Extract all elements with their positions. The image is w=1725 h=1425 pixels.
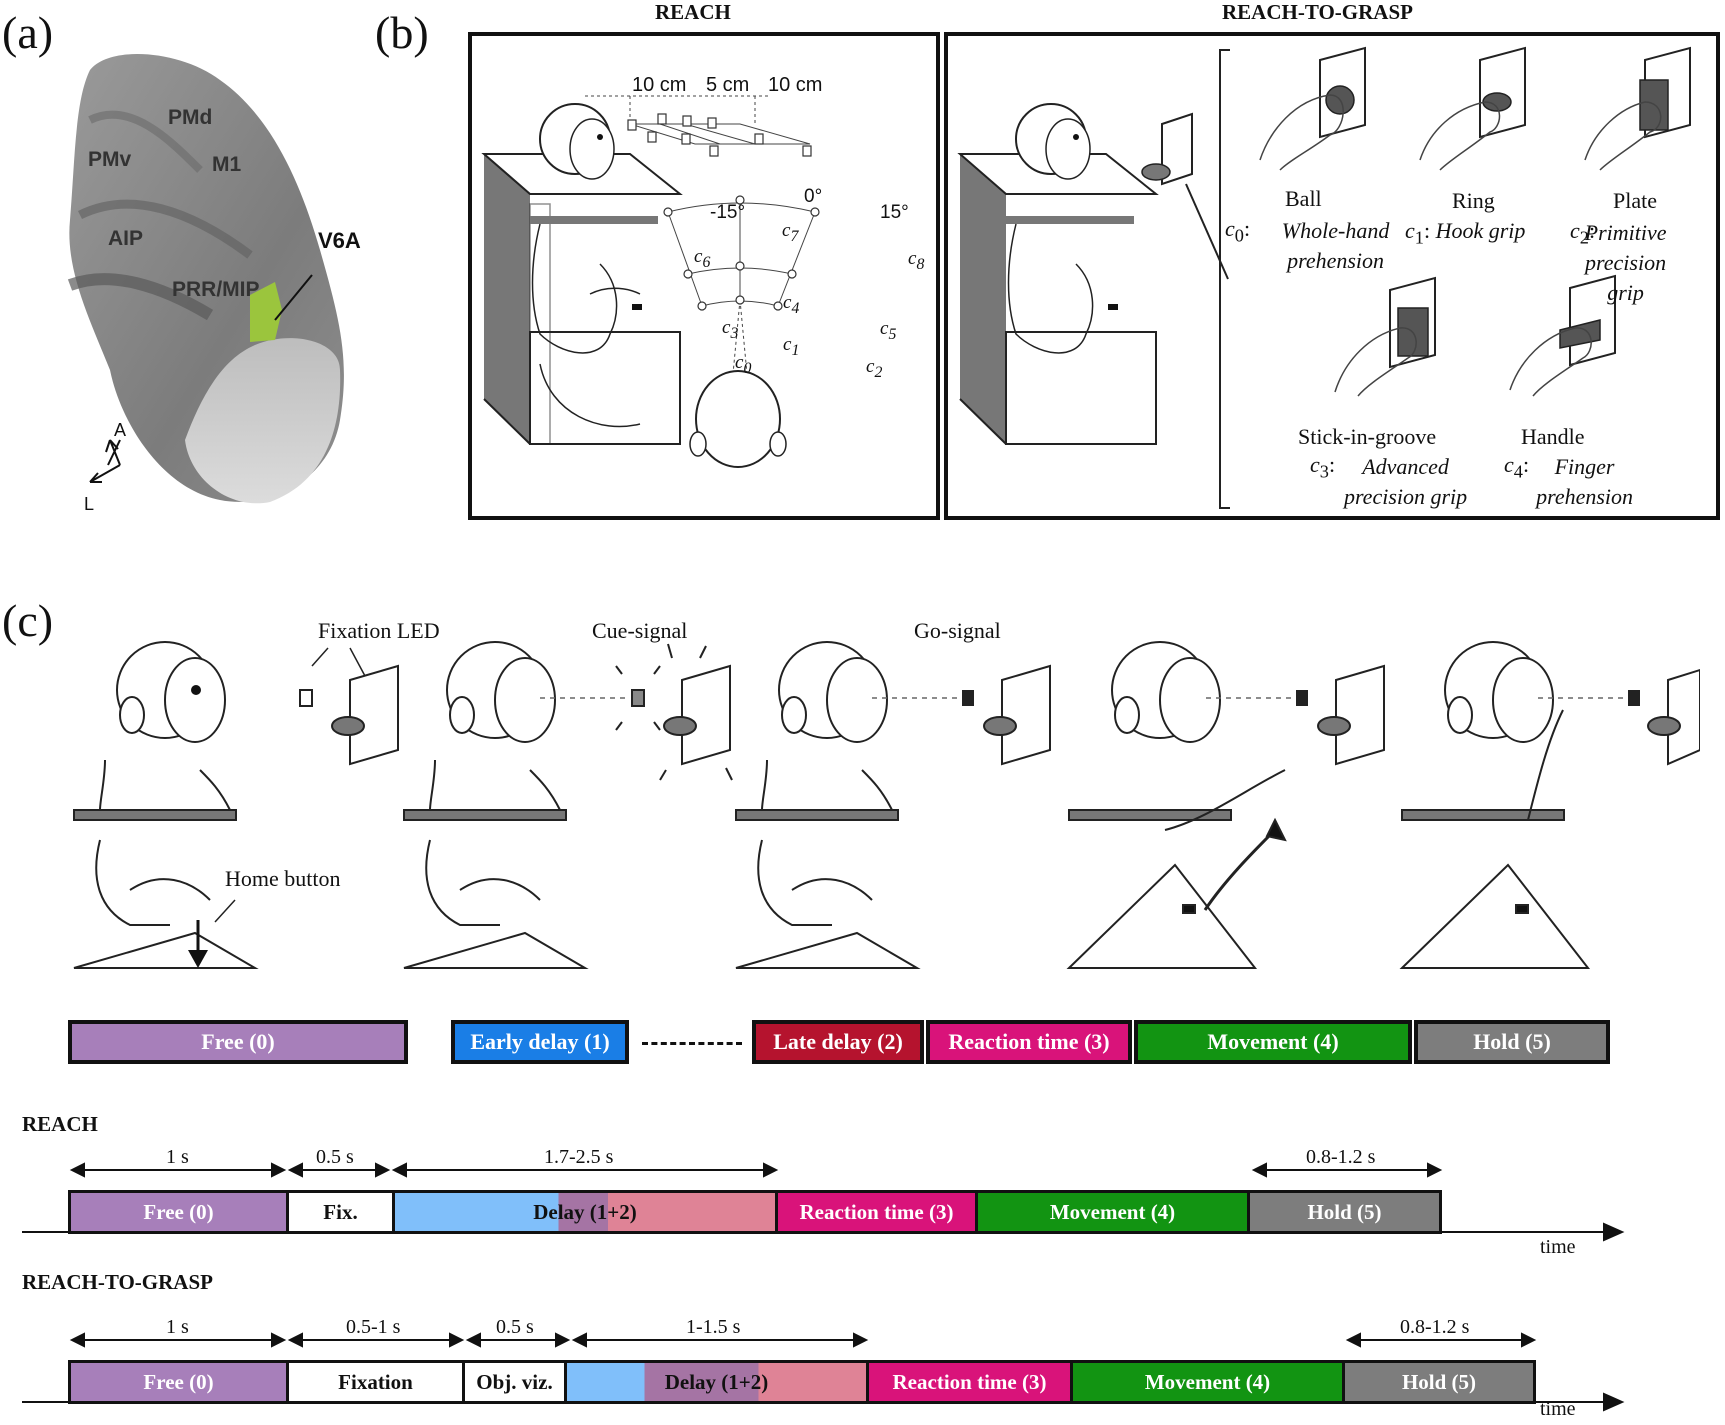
angle-label-15: 15° [880,202,909,223]
distance-label-2: 5 cm [706,74,750,96]
brain-label-pmv: PMv [88,148,132,171]
angle-label-0: 0° [804,186,823,207]
cond-label-c6: c6 [694,246,711,271]
cond-label-c4: c4 [783,292,800,317]
reach-seg-movement: Movement (4) [978,1193,1250,1231]
angle-label-neg15: -15° [710,202,746,223]
phase-late-delay: Late delay (2) [752,1020,924,1064]
reach-seg-fix: Fix. [289,1193,395,1231]
distance-label-3: 10 cm [768,74,823,96]
phase-hold: Hold (5) [1414,1020,1610,1064]
grasp-duration-5: 0.8-1.2 s [1400,1316,1470,1338]
reach-duration-1: 1 s [166,1146,189,1168]
grasp-timeline-bar: Free (0) Fixation Obj. viz. Delay (1+2) … [68,1360,1536,1404]
grasp-duration-2: 0.5-1 s [346,1316,401,1338]
phase-free: Free (0) [68,1020,408,1064]
grasp-setup-illustration [957,103,1229,445]
cond-label-c5: c5 [880,318,897,343]
cond-label-c3: c3 [722,317,739,342]
object-name-plate: Plate [1613,188,1657,213]
reach-panel-box [468,32,940,520]
reach-seg-delay-label: Delay (1+2) [533,1199,637,1224]
v6a-region [250,282,282,342]
object-name-stick: Stick-in-groove [1298,424,1437,449]
object-grip-plate-1: c2: Primitive precision grip [1570,218,1681,308]
object-grip-plate: Primitive precision grip [1584,220,1667,305]
reach-seg-delay: Delay (1+2) [395,1193,778,1231]
grasp-seg-delay-label: Delay (1+2) [664,1369,769,1394]
reach-time-label: time [1540,1236,1576,1258]
panel-label-c: (c) [2,595,54,646]
phase-movement: Movement (4) [1134,1020,1412,1064]
object-grip-ball-1: c0: Whole-hand prehension [1225,216,1416,276]
object-grip-ring: Hook grip [1435,218,1526,243]
reach-panel-title: REACH [655,0,731,24]
reach-seg-reaction: Reaction time (3) [778,1193,978,1231]
brain-label-v6a: V6A [318,228,361,253]
task-sequence-illustration [73,641,1700,969]
object-name-ring: Ring [1452,188,1495,213]
brain-label-prr-mip: PRR/MIP [172,278,260,301]
cond-label-c1: c1 [783,334,800,359]
brain-illustration [67,53,344,504]
object-grip-handle: Finger prehension [1536,454,1634,509]
axis-label-a: A [114,420,127,440]
grasp-seg-reaction: Reaction time (3) [869,1363,1073,1401]
grasp-seg-delay: Delay (1+2) [567,1363,869,1401]
reach-seg-hold: Hold (5) [1250,1193,1439,1231]
reach-duration-3: 1.7-2.5 s [544,1146,614,1168]
object-grip-stick-1: c3: Advanced precision grip [1310,452,1471,512]
objects-bracket [1219,49,1230,509]
object-grip-stick: Advanced precision grip [1343,454,1468,509]
reach-seg-free: Free (0) [71,1193,289,1231]
reach-setup-illustration [481,95,820,468]
brain-label-m1: M1 [212,153,242,176]
go-signal-label: Go-signal [914,618,1001,643]
axis-label-l: L [84,494,95,514]
object-grip-ball: Whole-hand prehension [1281,218,1390,273]
fixation-led-label: Fixation LED [318,618,440,643]
phase-gap-dashes [642,1042,742,1045]
home-button-label: Home button [225,866,341,891]
distance-label-1: 10 cm [632,74,687,96]
grasp-panel-box [944,32,1720,520]
reach-duration-4: 0.8-1.2 s [1306,1146,1376,1168]
cue-signal-label: Cue-signal [592,618,688,643]
phase-reaction-time: Reaction time (3) [926,1020,1132,1064]
object-grip-ring-1: c1: Hook grip [1405,218,1526,248]
phase-early-delay: Early delay (1) [451,1020,629,1064]
grasp-duration-1: 1 s [166,1316,189,1338]
cond-label-c7: c7 [782,220,799,245]
grasp-seg-objviz: Obj. viz. [465,1363,567,1401]
grasp-time-label: time [1540,1398,1576,1420]
reach-duration-2: 0.5 s [316,1146,354,1168]
grasp-seg-fixation: Fixation [289,1363,465,1401]
cond-label-c2: c2 [866,356,883,381]
brain-label-aip: AIP [108,227,144,250]
grasp-seg-movement: Movement (4) [1073,1363,1345,1401]
grasp-panel-title: REACH-TO-GRASP [1222,0,1413,24]
grasp-seg-hold: Hold (5) [1345,1363,1533,1401]
reach-timeline-title: REACH [22,1112,98,1136]
cond-label-c8: c8 [908,248,925,273]
grasp-seg-free: Free (0) [71,1363,289,1401]
grasp-duration-4: 1-1.5 s [686,1316,741,1338]
panel-label-a: (a) [2,7,54,58]
reach-timeline-bar: Free (0) Fix. Delay (1+2) Reaction time … [68,1190,1442,1234]
object-illustrations [1259,46,1691,397]
cond-label-c0: c0 [735,352,752,377]
object-grip-handle-1: c4: Finger prehension [1504,452,1635,512]
object-name-ball: Ball [1285,186,1322,211]
grasp-duration-3: 0.5 s [496,1316,534,1338]
grasp-timeline-title: REACH-TO-GRASP [22,1270,213,1294]
object-name-handle: Handle [1521,424,1585,449]
brain-label-pmd: PMd [168,106,213,129]
panel-label-b: (b) [375,7,429,58]
